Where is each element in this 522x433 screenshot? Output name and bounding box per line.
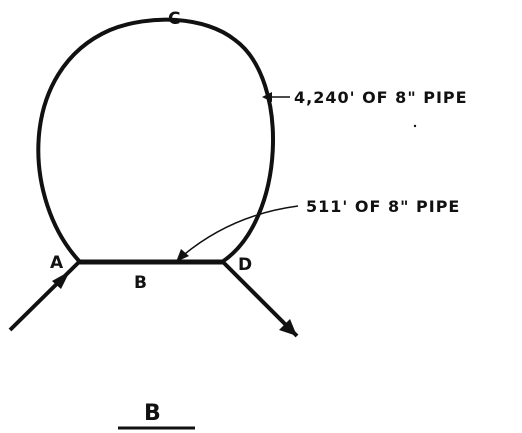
loop-pipe-annotation: 4,240' OF 8" PIPE xyxy=(294,88,468,107)
straight-pipe-annotation: 511' OF 8" PIPE xyxy=(306,197,460,216)
loop-pipe xyxy=(36,17,275,264)
stray-dot xyxy=(413,124,417,128)
point-label-a: A xyxy=(50,253,64,273)
straight-leader-arrowhead xyxy=(176,249,189,262)
inlet-arrow xyxy=(52,271,70,289)
straight-leader xyxy=(179,205,299,259)
point-label-c: C xyxy=(168,9,180,29)
outlet-pipe xyxy=(221,260,299,338)
figure-label: B xyxy=(144,401,161,426)
outlet-arrow xyxy=(279,319,297,336)
loop-leader-arrowhead xyxy=(262,92,272,102)
point-label-d: D xyxy=(238,255,252,275)
point-label-b: B xyxy=(134,273,147,293)
